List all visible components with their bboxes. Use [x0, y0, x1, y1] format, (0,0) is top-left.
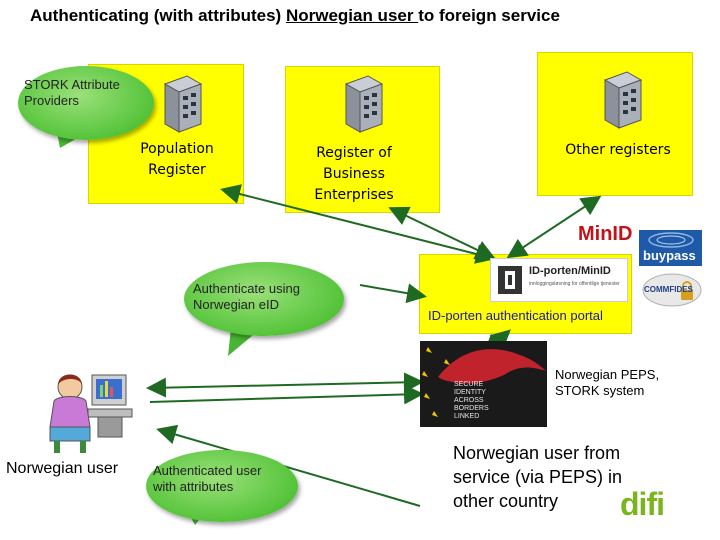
authenticate-bubble-text: Authenticate using Norwegian eID — [193, 281, 300, 312]
stork-peps-logo: SECURE IDENTITY ACROSS BORDERS LINKED — [420, 341, 547, 427]
arrow-other-to-portal — [506, 195, 602, 259]
authenticate-bubble — [184, 262, 344, 336]
foreign-service-text: Norwegian user from service (via PEPS) i… — [453, 443, 623, 511]
stork-line-2: IDENTITY — [454, 389, 486, 396]
commfides-logo: COMMFIDES — [641, 270, 703, 310]
buypass-logo: buypass — [639, 230, 702, 266]
stork-line-3: ACROSS — [454, 397, 484, 404]
title-prefix: Authenticating (with attributes) — [30, 6, 286, 25]
page-title: Authenticating (with attributes) Norwegi… — [30, 6, 560, 26]
business-register-label: Register of Business Enterprises — [314, 145, 394, 203]
other-server-icon — [603, 71, 643, 129]
population-server-icon — [163, 75, 203, 133]
commfides-logo-text: COMMFIDES — [644, 285, 693, 294]
authenticated-user-text: Authenticated user with attributes — [153, 463, 262, 494]
stork-line-4: BORDERS — [454, 405, 489, 412]
id-porten-logo: ID-porten/MinID innloggingsløsning for o… — [490, 258, 628, 302]
commfides-lock-icon — [642, 273, 702, 307]
stork-line-1: SECURE — [454, 381, 484, 388]
peps-label: Norwegian PEPS, STORK system — [555, 367, 660, 398]
arrow-user-to-peps — [146, 372, 424, 398]
arrow-peps-to-foreign-service — [156, 424, 421, 507]
id-porten-logo-text: ID-porten/MinID — [529, 265, 611, 277]
other-registers-label: Other registers — [565, 142, 671, 158]
buypass-logo-text: buypass — [643, 248, 696, 263]
id-porten-logo-subtext: innloggingsløsning for offentlige tjenes… — [529, 281, 620, 287]
stork-bird-icon — [422, 347, 546, 417]
population-register-label: Population Register — [140, 141, 214, 178]
authenticated-user-bubble — [146, 450, 298, 522]
title-underlined: Norwegian user — [285, 6, 419, 25]
minid-logo: MinID — [578, 223, 632, 246]
difi-logo-text: difi — [620, 486, 665, 522]
difi-logo: difi — [620, 486, 665, 523]
user-at-computer-icon — [49, 374, 133, 453]
arrow-peps-to-user — [149, 384, 424, 405]
title-suffix: to foreign service — [418, 6, 560, 25]
buypass-swirl-icon — [648, 232, 694, 248]
id-porten-emblem-icon — [498, 266, 522, 294]
stork-attribute-providers-text: STORK Attribute Providers — [24, 77, 120, 108]
arrow-business-to-portal — [388, 206, 496, 260]
business-server-icon — [344, 75, 384, 133]
norwegian-user-label: Norwegian user — [6, 460, 119, 477]
arrow-to-portal-left — [359, 283, 427, 304]
stork-attribute-providers-bubble — [18, 66, 154, 140]
id-porten-portal-label: ID-porten authentication portal — [428, 308, 603, 323]
minid-logo-text: MinID — [578, 223, 633, 245]
stork-line-5: LINKED — [454, 413, 480, 420]
